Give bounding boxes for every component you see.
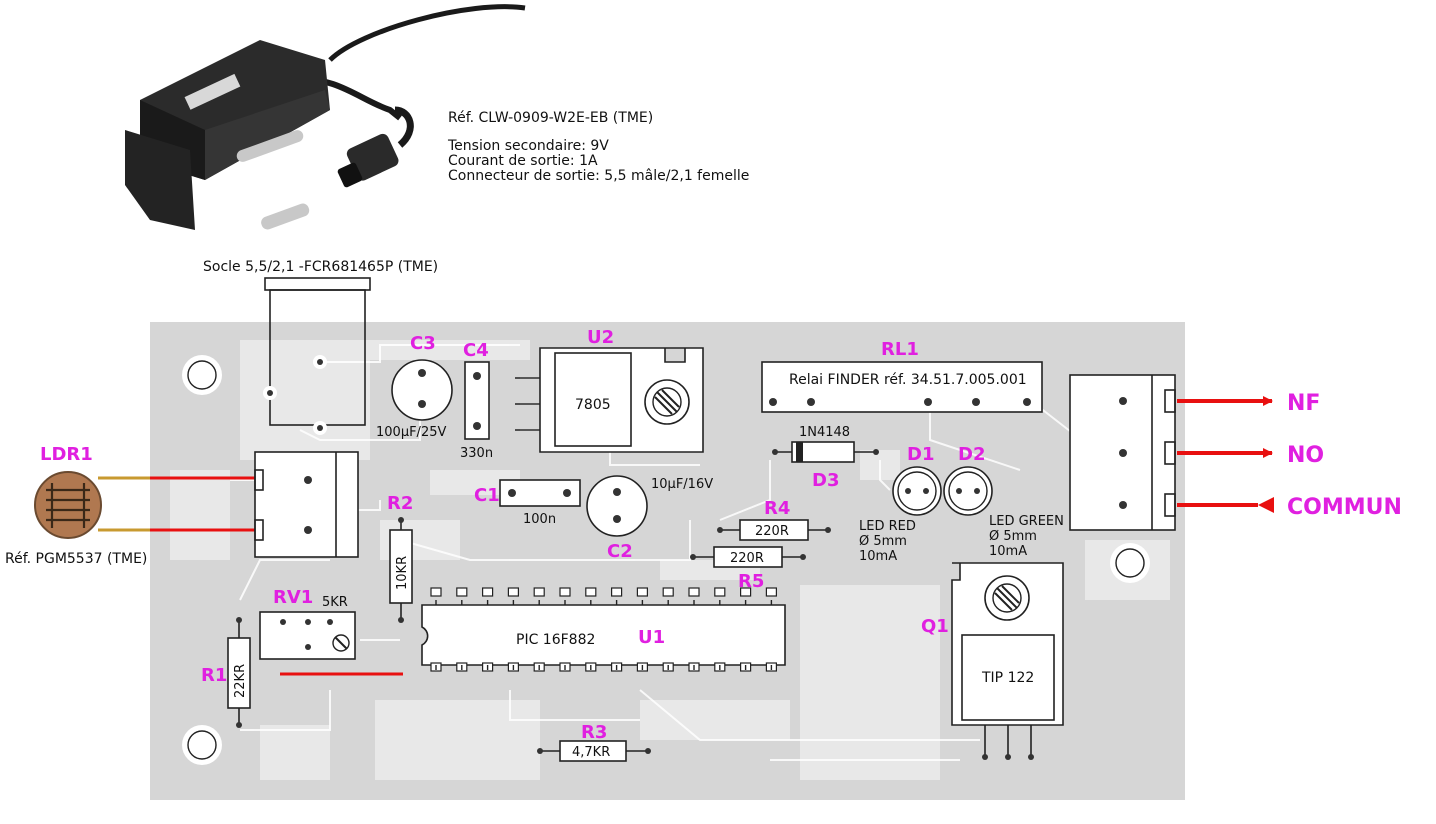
adapter-current: Courant de sortie: 1A xyxy=(448,153,598,169)
r4-reference: R4 xyxy=(764,498,790,519)
output-commun: COMMUN xyxy=(1177,495,1402,520)
r3-reference: R3 xyxy=(581,722,607,743)
d1-diameter: Ø 5mm xyxy=(859,534,907,549)
ldr-part-number: Réf. PGM5537 (TME) xyxy=(5,551,147,567)
d3-reference: D3 xyxy=(812,470,839,491)
u1-pin xyxy=(765,587,778,597)
u1-pin xyxy=(739,587,752,597)
led-d1: D1 LED RED Ø 5mm 10mA xyxy=(859,444,942,564)
trimmer-rv1: RV1 5KR xyxy=(259,587,356,660)
r3-value: 4,7KR xyxy=(572,745,610,760)
resistor-r2: R2 10KR xyxy=(387,493,413,623)
nf-label: NF xyxy=(1287,391,1320,416)
r1-reference: R1 xyxy=(201,665,227,686)
c2-value: 10µF/16V xyxy=(651,477,713,492)
u1-pin xyxy=(636,587,649,597)
output-terminal-block xyxy=(1069,374,1176,531)
resistor-r3: R3 4,7KR xyxy=(537,722,651,762)
d2-reference: D2 xyxy=(958,444,985,465)
u2-value: 7805 xyxy=(575,397,611,413)
r4-value: 220R xyxy=(755,524,789,539)
power-adapter-image xyxy=(125,4,526,230)
u1-pin xyxy=(533,587,545,597)
capacitor-c3: C3 100µF/25V xyxy=(376,333,453,440)
capacitor-c2: 10µF/16V C2 xyxy=(586,475,713,562)
r2-value: 10KR xyxy=(395,556,410,590)
c2-reference: C2 xyxy=(607,541,633,562)
u1-pin xyxy=(714,587,726,597)
microcontroller-u1: PIC 16F882 U1 xyxy=(421,587,786,672)
commun-label: COMMUN xyxy=(1287,495,1402,520)
u1-pin xyxy=(482,587,494,597)
regulator-u2: U2 7805 xyxy=(515,327,704,453)
u1-pin xyxy=(559,587,571,597)
no-label: NO xyxy=(1287,443,1324,468)
rv1-reference: RV1 xyxy=(273,587,313,608)
rl1-reference: RL1 xyxy=(881,339,919,360)
adapter-voltage: Tension secondaire: 9V xyxy=(447,138,609,154)
c1-reference: C1 xyxy=(474,485,500,506)
resistor-r1: R1 22KR xyxy=(201,617,251,728)
r5-value: 220R xyxy=(730,551,764,566)
u1-pin xyxy=(456,587,468,597)
d1-color: LED RED xyxy=(859,519,916,534)
diode-d3: 1N4148 D3 xyxy=(772,425,879,491)
ldr-connector xyxy=(254,451,359,558)
ldr-sensor: LDR1 Réf. PGM5537 (TME) xyxy=(5,444,255,567)
u1-pin xyxy=(688,587,700,597)
socket-label: Socle 5,5/2,1 -FCR681465P (TME) xyxy=(203,259,438,275)
c4-reference: C4 xyxy=(463,340,489,361)
u1-pin xyxy=(610,587,623,597)
resistor-r4: R4 220R xyxy=(717,498,831,541)
dc-socket xyxy=(263,277,371,435)
u1-reference: U1 xyxy=(638,627,665,648)
q1-value: TIP 122 xyxy=(981,670,1034,686)
c1-value: 100n xyxy=(523,512,556,527)
u1-pin xyxy=(430,587,442,597)
led-d2: D2 LED GREEN Ø 5mm 10mA xyxy=(943,444,1064,559)
u1-value: PIC 16F882 xyxy=(516,632,595,648)
ldr-reference: LDR1 xyxy=(40,444,93,465)
u1-pin xyxy=(585,587,597,597)
capacitor-c1: C1 100n xyxy=(474,479,581,527)
d2-color: LED GREEN xyxy=(989,514,1064,529)
d1-reference: D1 xyxy=(907,444,934,465)
r1-value: 22KR xyxy=(233,664,248,698)
r2-reference: R2 xyxy=(387,493,413,514)
r5-reference: R5 xyxy=(738,571,764,592)
c3-reference: C3 xyxy=(410,333,436,354)
u2-reference: U2 xyxy=(587,327,614,348)
q1-reference: Q1 xyxy=(921,616,949,637)
c3-value: 100µF/25V xyxy=(376,425,446,440)
transistor-q1: Q1 TIP 122 xyxy=(921,562,1064,760)
u1-pin xyxy=(662,587,674,597)
relay-rl1: RL1 Relai FINDER réf. 34.51.7.005.001 xyxy=(761,339,1043,413)
resistor-r5: 220R R5 xyxy=(690,546,806,592)
capacitor-c4: C4 330n xyxy=(460,340,493,461)
d1-current: 10mA xyxy=(859,549,897,564)
adapter-reference: Réf. CLW-0909-W2E-EB (TME) xyxy=(448,110,653,126)
rl1-value: Relai FINDER réf. 34.51.7.005.001 xyxy=(789,372,1027,388)
rv1-value: 5KR xyxy=(322,595,348,610)
c4-value: 330n xyxy=(460,446,493,461)
u1-pin xyxy=(507,587,519,597)
d2-diameter: Ø 5mm xyxy=(989,529,1037,544)
d2-current: 10mA xyxy=(989,544,1027,559)
output-no: NO xyxy=(1177,443,1324,468)
adapter-connector: Connecteur de sortie: 5,5 mâle/2,1 femel… xyxy=(448,168,749,184)
adapter-specifications: Réf. CLW-0909-W2E-EB (TME) Tension secon… xyxy=(447,110,749,184)
output-nf: NF xyxy=(1177,391,1320,416)
d3-value: 1N4148 xyxy=(799,425,850,440)
